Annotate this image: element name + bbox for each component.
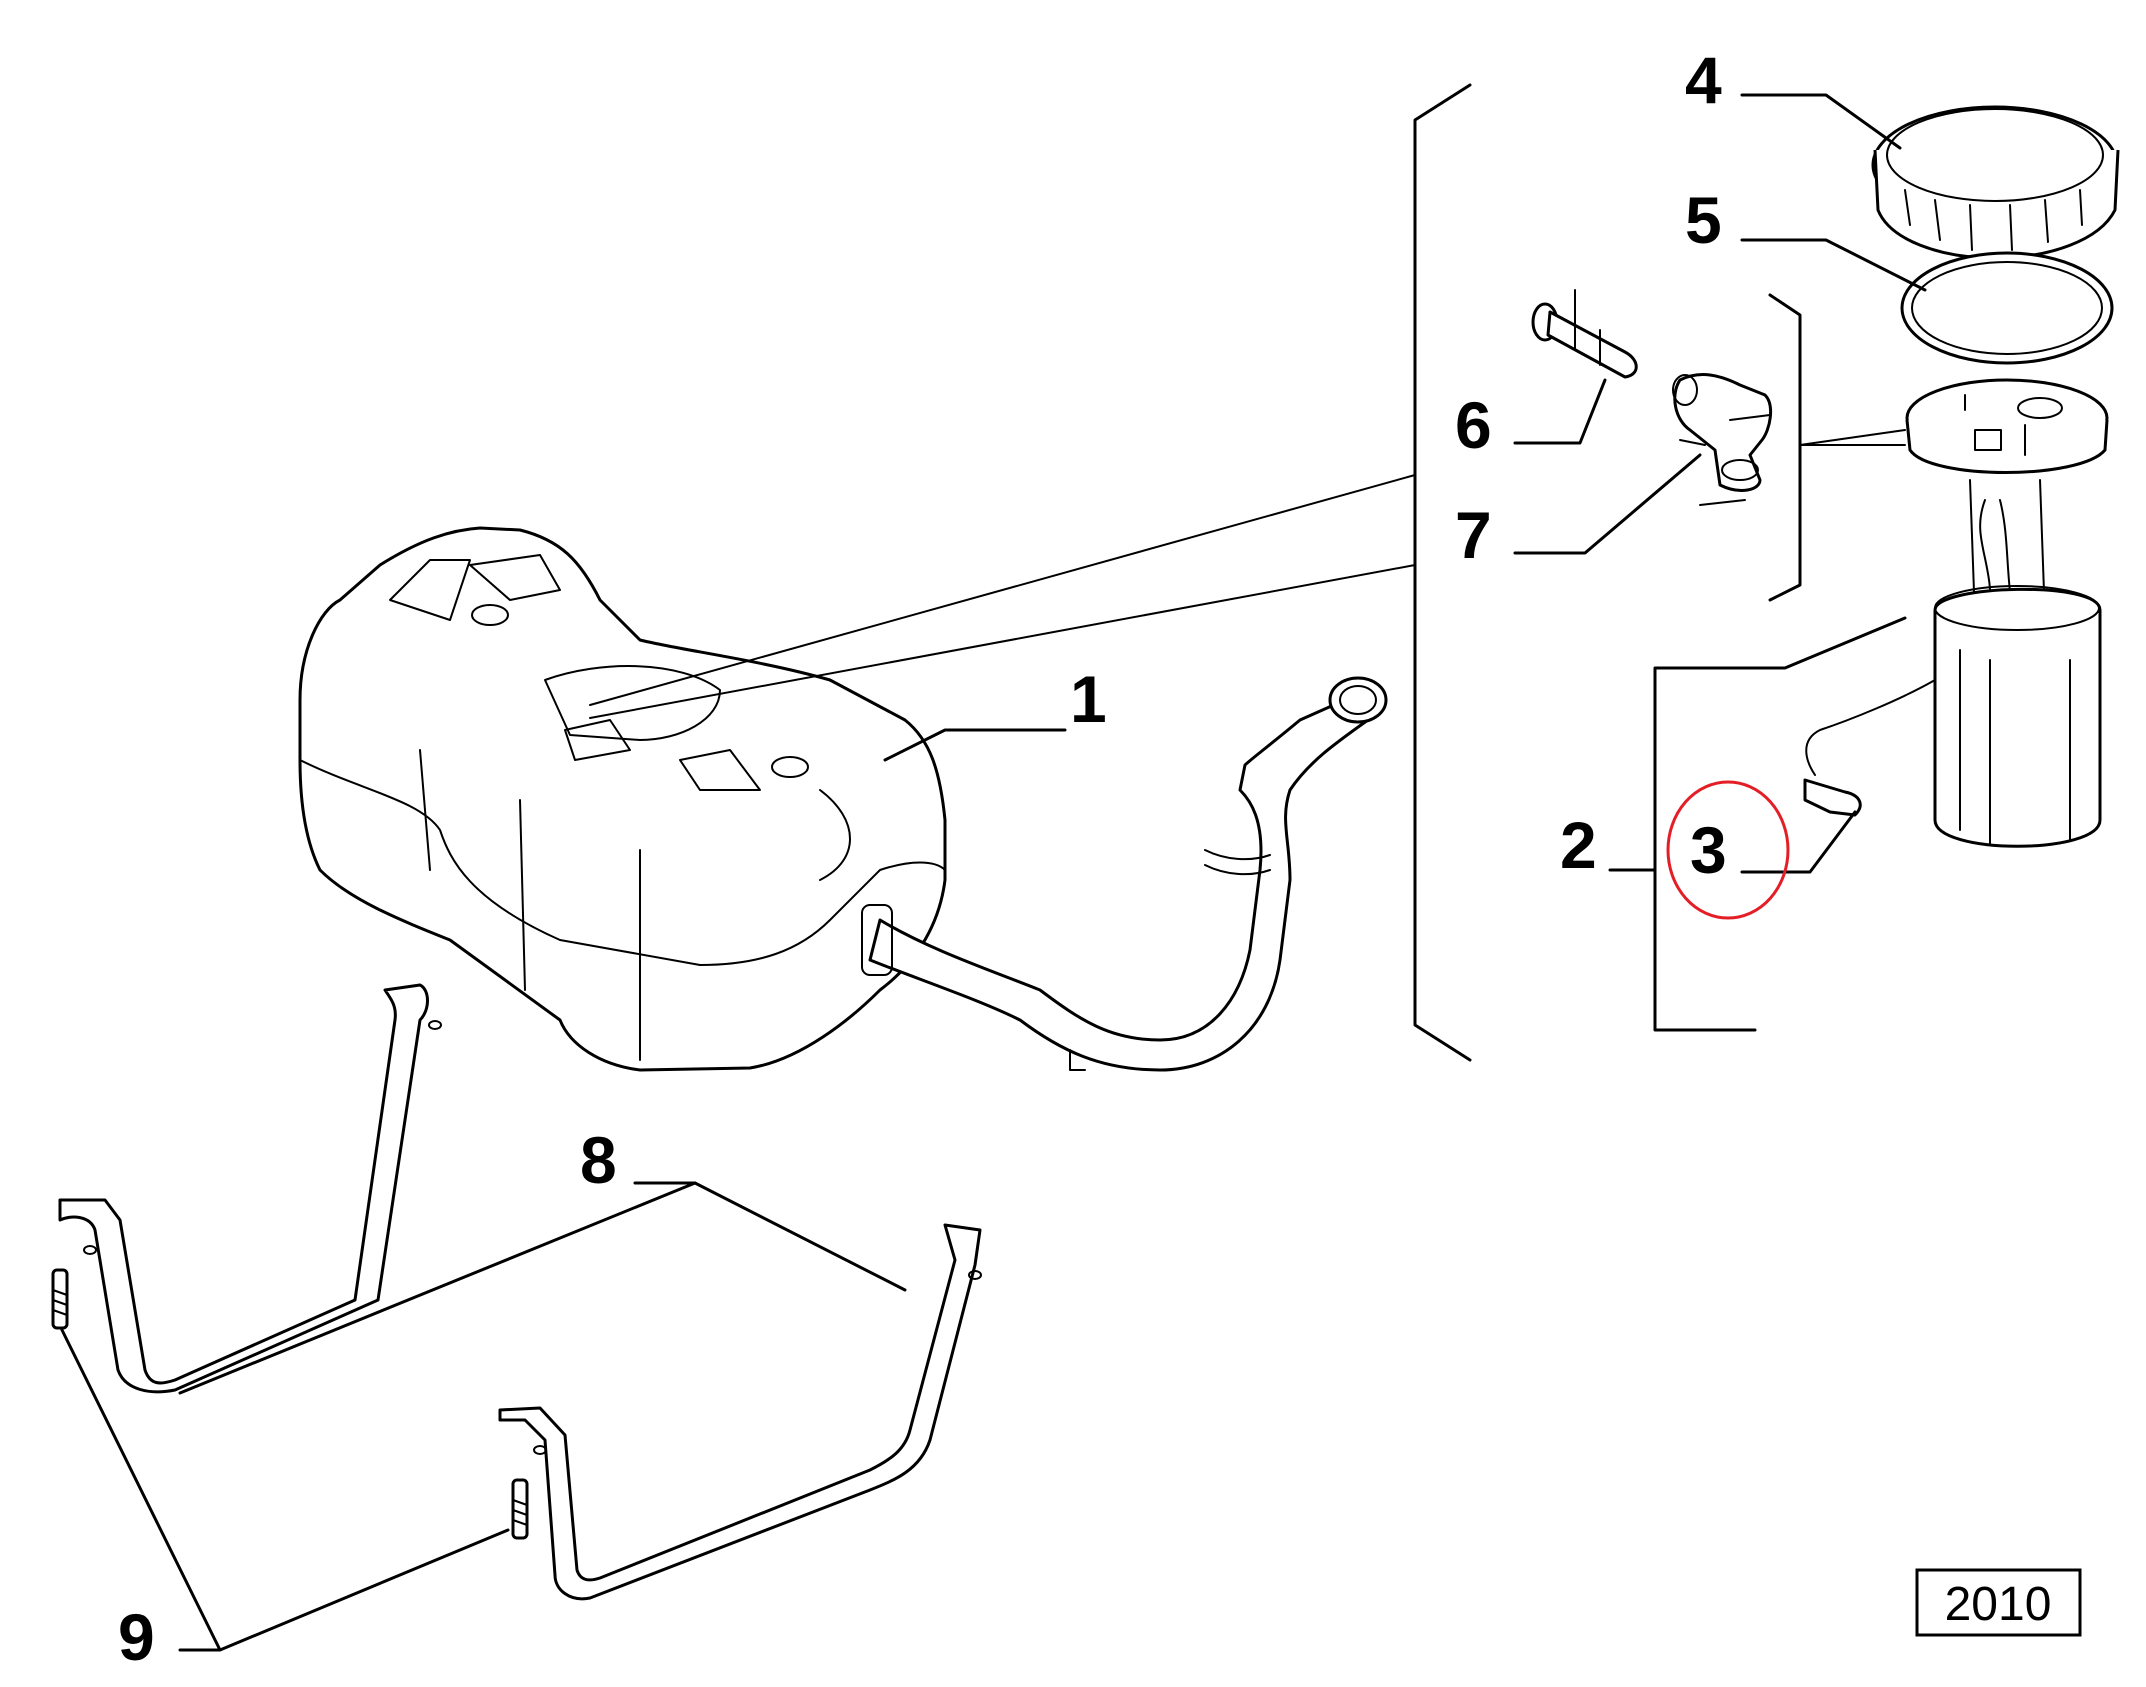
- strap-bolt-left: [51, 1268, 69, 1330]
- vent-screw: [1531, 289, 1638, 379]
- seal-ring: [1900, 251, 2114, 365]
- reference-code-box: [1915, 1568, 2082, 1637]
- tank-strap-right: [498, 1223, 982, 1601]
- fuel-tank: [298, 526, 947, 1072]
- elbow-connector: [1672, 373, 1773, 506]
- callout-4: 4: [1685, 43, 1722, 117]
- callout-9: 9: [118, 1600, 155, 1674]
- lock-ring: [1871, 105, 2120, 260]
- assembly-bracket: [1413, 83, 1472, 1062]
- strap-bolt-right: [511, 1478, 529, 1540]
- tank-strap-left: [58, 983, 442, 1394]
- filler-neck-pipe: [861, 676, 1388, 1072]
- callout-5: 5: [1685, 183, 1722, 257]
- callout-7: 7: [1455, 498, 1492, 572]
- callout-1: 1: [1070, 662, 1107, 736]
- level-sensor: [1803, 679, 1936, 817]
- callout-8: 8: [580, 1123, 617, 1197]
- callout-3: 3: [1690, 813, 1727, 887]
- reference-code: 2010: [1945, 1578, 2052, 1631]
- callout-2: 2: [1560, 808, 1597, 882]
- highlight-circle: [1666, 780, 1790, 920]
- callout-6: 6: [1455, 388, 1492, 462]
- fuel-pump-module: [1905, 378, 2109, 848]
